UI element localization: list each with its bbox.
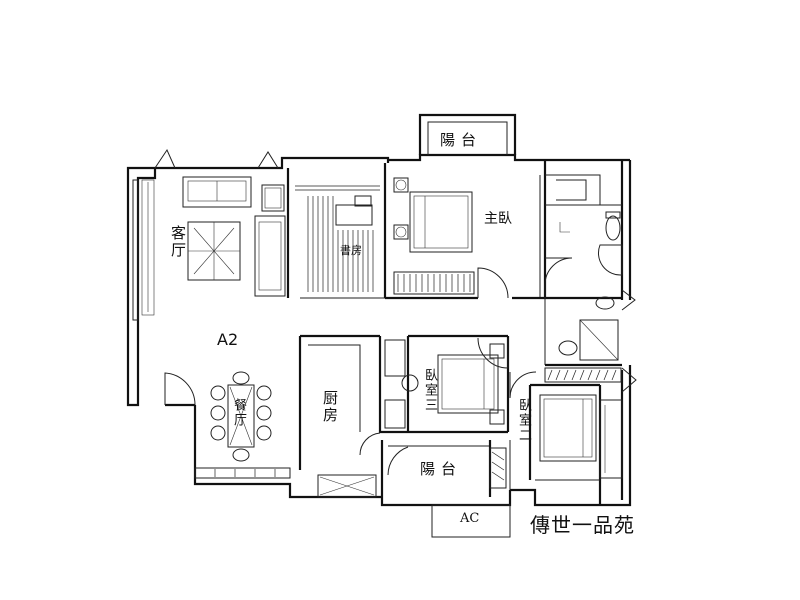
kitchen-counter	[317, 474, 377, 498]
top-balcony	[418, 113, 517, 155]
dining-cabinet	[194, 467, 291, 479]
room-label-balcony-bottom: 陽台	[420, 460, 463, 478]
master-bed	[409, 191, 473, 253]
bottom-balcony-cabinet	[489, 447, 507, 489]
dining-chairs	[210, 371, 272, 462]
ac-unit-box	[431, 504, 511, 538]
project-name-caption: 傳世一品苑	[530, 513, 635, 537]
living-room-window	[132, 179, 155, 321]
coffee-table	[187, 221, 241, 281]
room-label-bedroom-3: 臥室三	[422, 368, 437, 413]
room-label-study: 書房	[340, 244, 362, 257]
room-label-bedroom-2: 臥室二	[516, 398, 531, 443]
doors	[154, 148, 637, 476]
study-floor-hatch	[295, 185, 380, 292]
bedroom3-bed	[437, 354, 499, 414]
room-label-balcony-top: 陽台	[440, 131, 483, 149]
dining-table	[227, 384, 255, 448]
room-label-living-room: 客厅	[169, 225, 187, 259]
master-nightstands	[393, 177, 409, 240]
bedroom3-nightstands	[489, 343, 505, 425]
upper-bathroom-fixtures	[556, 179, 623, 276]
room-label-dining-room: 餐厅	[231, 398, 246, 428]
room-label-master-bedroom: 主臥	[484, 211, 512, 227]
lower-bathroom-fixtures	[558, 296, 619, 361]
ac-label: AC	[460, 511, 480, 526]
sofa-side-table	[261, 184, 285, 212]
bedroom2-wardrobe	[599, 399, 623, 479]
unit-type-code: A2	[217, 330, 239, 349]
sofa-top	[182, 176, 252, 208]
bedroom2-window-strip	[544, 367, 622, 383]
master-wardrobe	[393, 271, 475, 295]
bedroom2-bed	[539, 394, 597, 462]
sofa-right	[254, 215, 286, 297]
interior-walls	[286, 160, 622, 505]
room-label-kitchen: 厨房	[321, 390, 339, 424]
study-desk	[335, 195, 373, 226]
bedroom3-wardrobe	[384, 339, 419, 429]
